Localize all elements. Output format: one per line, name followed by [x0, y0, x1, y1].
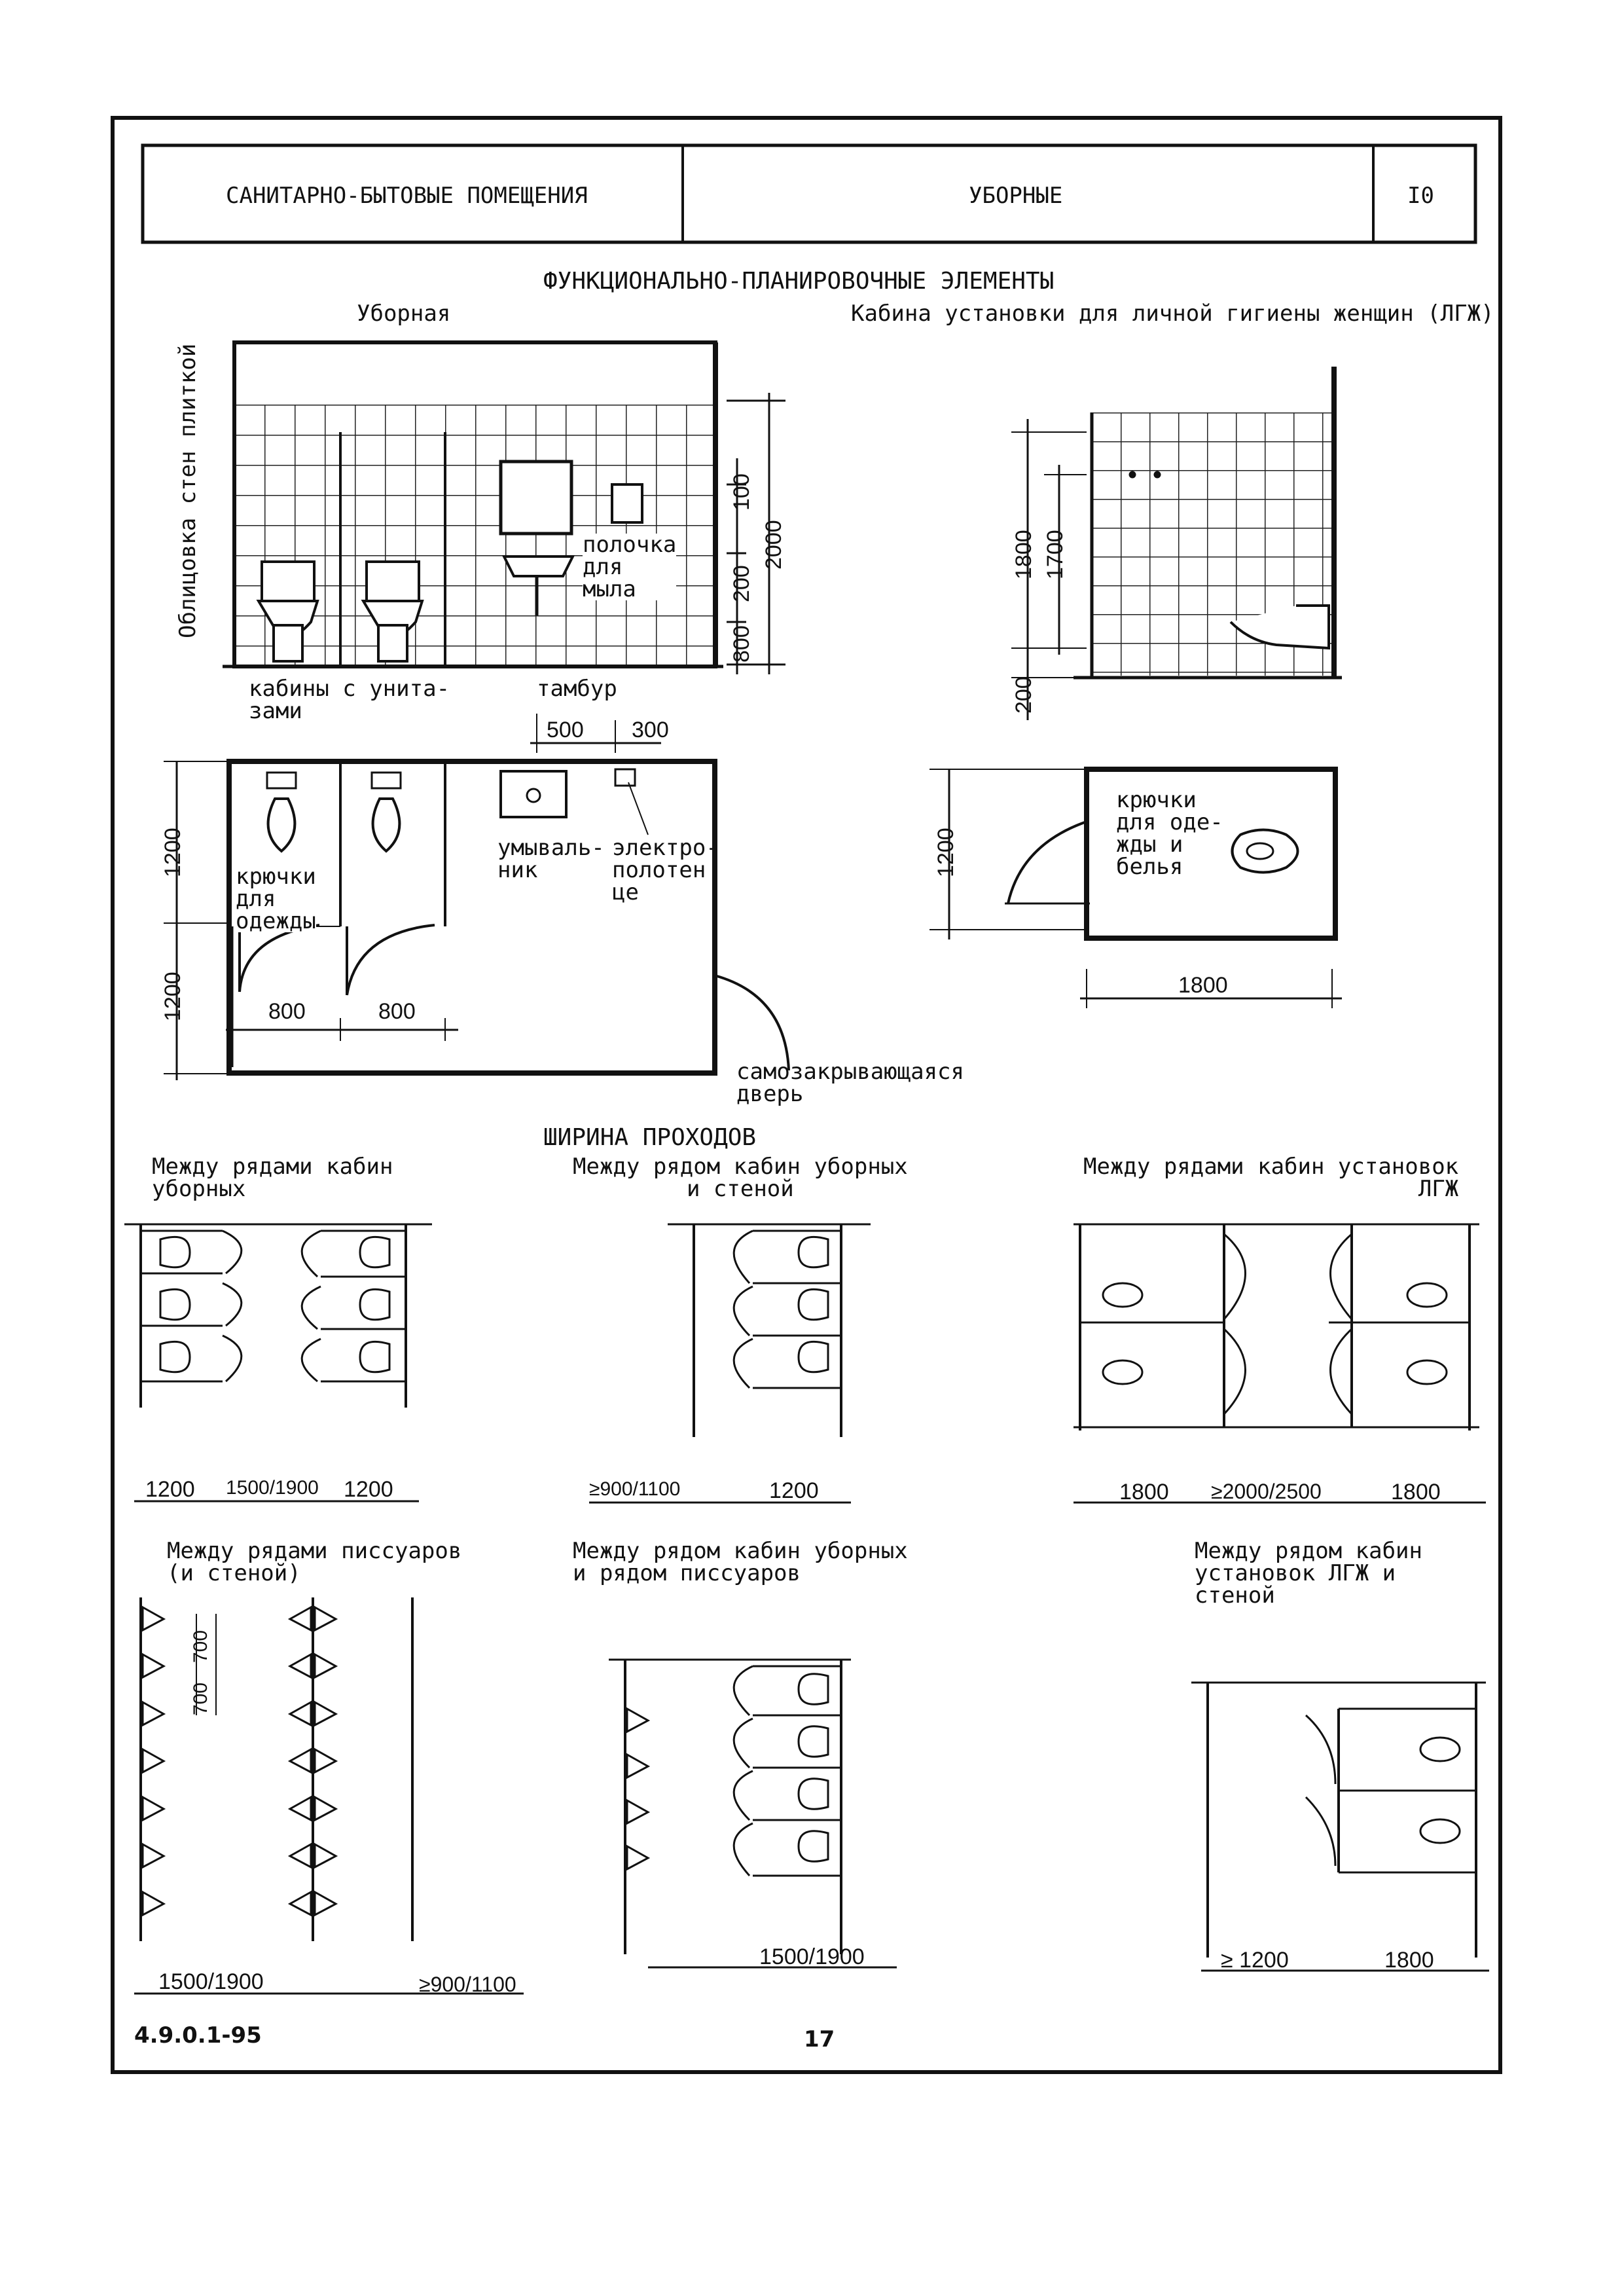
p1-dim-mid: 1500/1900: [226, 1477, 319, 1499]
dim-1700-h: 1700: [1043, 530, 1068, 579]
p1-dim-right: 1200: [344, 1477, 393, 1502]
section-title-functional: ФУНКЦИОНАЛЬНО-ПЛАНИРОВОЧНЫЕ ЭЛЕМЕНТЫ: [543, 268, 1055, 295]
cabins-label: кабины с унита-зами: [249, 676, 450, 724]
p4-spacing-b: 700: [190, 1682, 211, 1715]
p3-dim-left: 1800: [1119, 1480, 1169, 1504]
p5-dim: 1500/1900: [759, 1944, 865, 1969]
dim-1200-lower: 1200: [160, 972, 185, 1021]
section-title-passages: ШИРИНА ПРОХОДОВ: [543, 1124, 757, 1151]
p2-dim-right: 1200: [769, 1478, 819, 1503]
p3-dim-mid: ≥2000/2500: [1211, 1480, 1322, 1503]
footer-page-number: 17: [804, 2026, 835, 2052]
header-sheet-number: I0: [1407, 183, 1434, 209]
p6-dim-left: ≥ 1200: [1221, 1948, 1289, 1973]
footer-code: 4.9.0.1-95: [134, 2022, 262, 2049]
page-frame: [111, 116, 1502, 2074]
passage-1-diagram: [124, 1223, 432, 1503]
dim-800-right: 800: [378, 999, 416, 1024]
header-left-title: САНИТАРНО-БЫТОВЫЕ ПОМЕЩЕНИЯ: [226, 183, 588, 209]
dim-200: 200: [729, 565, 754, 602]
dim-2000: 2000: [761, 520, 786, 570]
p4-dim-left: 1500/1900: [158, 1969, 264, 1994]
hygiene-plan: [929, 767, 1342, 1008]
p3-dim-right: 1800: [1391, 1480, 1441, 1504]
dim-800-left: 800: [268, 999, 306, 1024]
passage-4-title: Между рядами писсуаров(и стеной): [167, 1538, 462, 1586]
passage-3-diagram: [1074, 1223, 1486, 1504]
vestibule-label: тамбур: [537, 676, 617, 702]
passage-4-diagram: [134, 1597, 524, 1995]
wall-tiling-label: Облицовка стен плиткой: [175, 343, 201, 638]
toilet-title: Уборная: [357, 301, 451, 327]
dim-1200-upper: 1200: [160, 828, 185, 877]
hygiene-elevation: [1011, 367, 1342, 720]
dim-200-h: 200: [1011, 676, 1036, 714]
passage-6-diagram: [1191, 1681, 1489, 1972]
p1-dim-left: 1200: [145, 1477, 195, 1502]
toilet-plan: [164, 714, 790, 1080]
dim-1800-h: 1800: [1011, 530, 1036, 579]
dim-500: 500: [547, 718, 584, 742]
dim-300: 300: [632, 718, 669, 742]
toilet-elevation: [223, 340, 723, 668]
dim-100: 100: [729, 473, 754, 511]
washbasin-label: умываль-ник: [497, 835, 605, 883]
p2-dim-left: ≥900/1100: [589, 1478, 681, 1500]
p4-spacing-a: 700: [190, 1630, 211, 1663]
dim-800: 800: [729, 625, 754, 663]
dim-1800-w: 1800: [1178, 973, 1228, 998]
toilet-elevation-dims: [727, 393, 785, 674]
header-center-title: УБОРНЫЕ: [969, 183, 1063, 209]
p4-dim-right: ≥900/1100: [419, 1973, 516, 1996]
p6-dim-right: 1800: [1384, 1948, 1434, 1973]
hygiene-title: Кабина установки для личной гигиены женщ…: [851, 301, 1494, 327]
header-table: [141, 143, 1477, 244]
passage-2-diagram: [589, 1223, 871, 1504]
dim-1200-hyg: 1200: [933, 828, 958, 877]
passage-5-diagram: [609, 1658, 897, 1969]
